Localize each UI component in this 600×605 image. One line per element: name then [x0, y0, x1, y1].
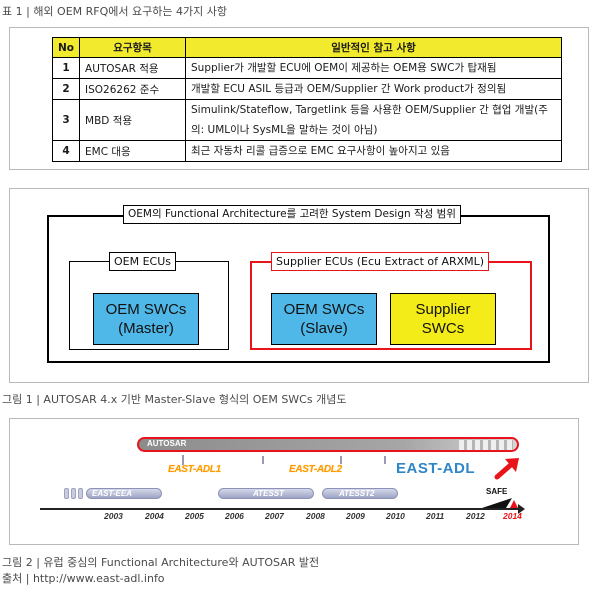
year-label: 2010	[386, 511, 405, 521]
header-desc: 일반적인 참고 사항	[185, 37, 562, 58]
safe-arrow-icon	[482, 498, 518, 508]
table1-frame: No 요구항목 일반적인 참고 사항 1 AUTOSAR 적용 Supplier…	[9, 27, 589, 170]
row-desc: Supplier가 개발할 ECU에 OEM이 제공하는 OEM용 SWC가 탑…	[185, 57, 562, 79]
year-label: 2007	[265, 511, 284, 521]
row-item: MBD 적용	[79, 99, 187, 141]
timeline-stripe	[64, 488, 69, 499]
header-no: No	[51, 37, 81, 58]
table-row: 2 ISO26262 준수 개발할 ECU ASIL 등급과 OEM/Suppl…	[51, 78, 562, 100]
oem-master-line2: (Master)	[118, 320, 174, 337]
oem-master-line1: OEM SWCs	[105, 301, 187, 318]
year-label: 2011	[426, 511, 445, 521]
oem-swcs-slave: OEM SWCs (Slave)	[271, 293, 377, 345]
oem-slave-line2: (Slave)	[300, 320, 348, 337]
connector	[182, 455, 184, 465]
safe-label: SAFE	[486, 487, 508, 496]
supplier-swcs: Supplier SWCs	[390, 293, 496, 345]
atesst2-bar	[322, 488, 398, 499]
header-item: 요구항목	[79, 37, 187, 58]
red-arrow-icon	[494, 458, 519, 480]
row-desc: Simulink/Stateflow, Targetlink 등을 사용한 OE…	[185, 99, 562, 141]
supplier-swcs-line1: Supplier	[415, 301, 471, 318]
table-row: 4 EMC 대응 최근 자동차 리콜 급증으로 EMC 요구사항이 높아지고 있…	[51, 140, 562, 162]
east-adl-logo: EAST-ADL	[396, 460, 475, 477]
autosar-bar-fade	[459, 440, 513, 450]
table-row: 1 AUTOSAR 적용 Supplier가 개발할 ECU에 OEM이 제공하…	[51, 57, 562, 79]
figure1-caption: 그림 1 | AUTOSAR 4.x 기반 Master-Slave 형식의 O…	[2, 393, 347, 406]
east-eea-label: EAST-EEA	[92, 489, 133, 498]
year-label: 2008	[306, 511, 325, 521]
connector	[340, 456, 342, 464]
row-no: 4	[51, 140, 81, 162]
row-item: ISO26262 준수	[79, 78, 187, 100]
figure2-caption: 그림 2 | 유럽 중심의 Functional Architecture와 A…	[2, 556, 320, 569]
row-no: 2	[51, 78, 81, 100]
oem-ecus-label: OEM ECUs	[109, 252, 177, 271]
year-label-highlight: 2014	[503, 511, 522, 521]
table-header-row: No 요구항목 일반적인 참고 사항	[51, 37, 562, 58]
atesst-label: ATESST	[253, 489, 284, 498]
row-item: EMC 대응	[79, 140, 187, 162]
supplier-swcs-line2: SWCs	[421, 320, 465, 337]
table1-caption: 표 1 | 해외 OEM RFQ에서 요구하는 4가지 사항	[2, 5, 227, 18]
system-design-scope-label: OEM의 Functional Architecture를 고려한 System…	[123, 205, 461, 224]
east-adl2-label: EAST-ADL2	[289, 464, 342, 475]
connector	[262, 456, 264, 464]
year-label: 2004	[145, 511, 164, 521]
row-item: AUTOSAR 적용	[79, 57, 187, 79]
oem-slave-line1: OEM SWCs	[283, 301, 365, 318]
year-label: 2006	[225, 511, 244, 521]
connector	[384, 456, 386, 464]
year-label: 2005	[185, 511, 204, 521]
row-no: 1	[51, 57, 81, 79]
east-eea-bar	[86, 488, 162, 499]
east-adl1-label: EAST-ADL1	[168, 464, 221, 475]
timeline-stripe	[78, 488, 83, 499]
autosar-bar	[137, 437, 519, 452]
supplier-ecus-label: Supplier ECUs (Ecu Extract of ARXML)	[271, 252, 490, 271]
atesst-bar	[218, 488, 314, 499]
timeline-arrowhead-icon	[518, 504, 525, 514]
year-label: 2009	[346, 511, 365, 521]
row-desc: 개발할 ECU ASIL 등급과 OEM/Supplier 간 Work pro…	[185, 78, 562, 100]
figure1-frame: OEM의 Functional Architecture를 고려한 System…	[9, 188, 589, 383]
row-desc: 최근 자동차 리콜 급증으로 EMC 요구사항이 높아지고 있음	[185, 140, 562, 162]
year-label: 2003	[104, 511, 123, 521]
table-row: 3 MBD 적용 Simulink/Stateflow, Targetlink …	[51, 99, 562, 141]
autosar-label: AUTOSAR	[147, 439, 187, 448]
year-label: 2012	[466, 511, 485, 521]
requirements-table: No 요구항목 일반적인 참고 사항 1 AUTOSAR 적용 Supplier…	[51, 37, 562, 162]
atesst2-label: ATESST2	[339, 489, 375, 498]
timeline-axis	[40, 508, 522, 510]
row-no: 3	[51, 99, 81, 141]
timeline-stripe	[71, 488, 76, 499]
oem-swcs-master: OEM SWCs (Master)	[93, 293, 199, 345]
figure2-source: 출처 | http://www.east-adl.info	[2, 572, 165, 585]
